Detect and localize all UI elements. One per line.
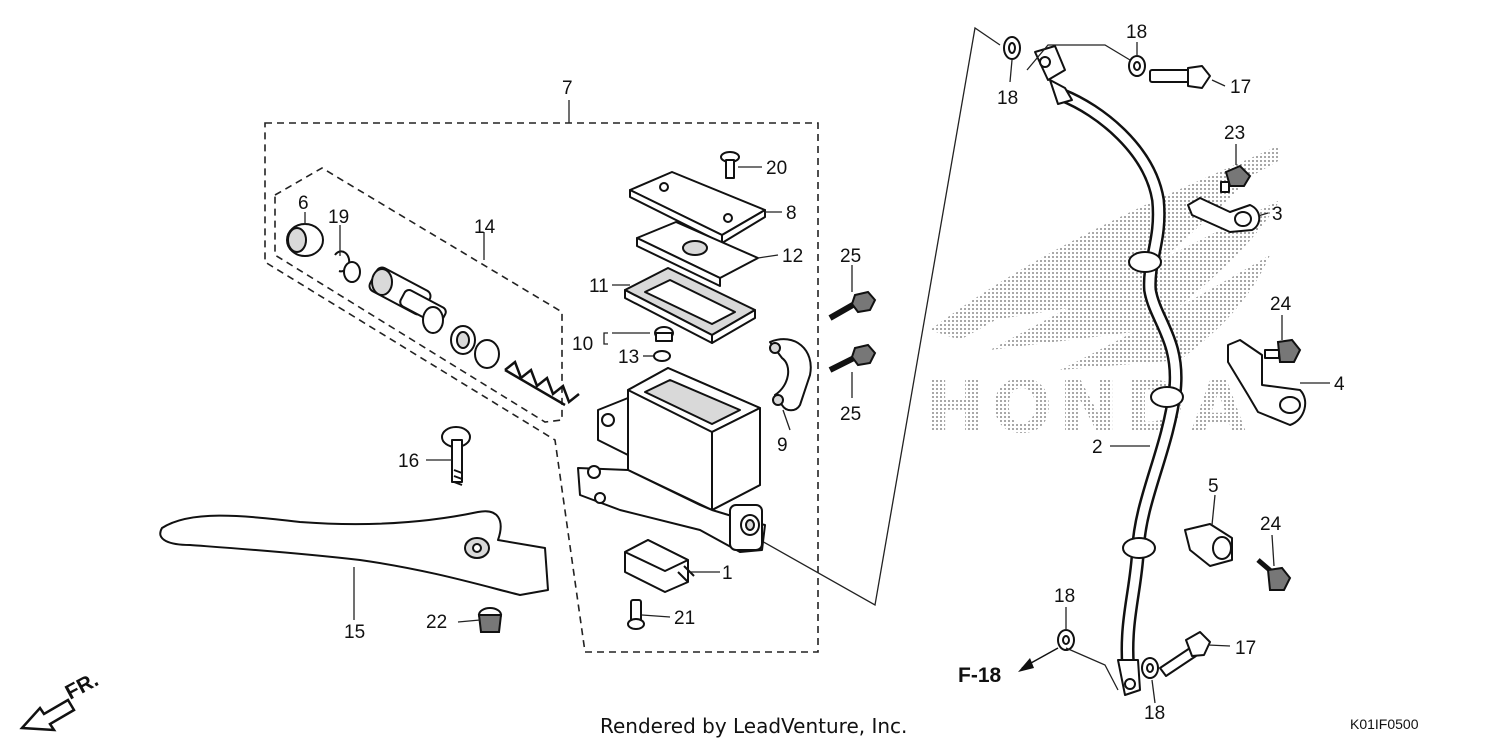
part-20-screw <box>720 151 740 179</box>
callout-17-upper: 17 <box>1230 77 1251 98</box>
callout-12: 12 <box>782 246 803 267</box>
part-23-bolt <box>1220 164 1252 193</box>
part-3-clamp <box>1187 197 1261 233</box>
callout-18-top-right: 18 <box>1126 22 1147 43</box>
callout-22: 22 <box>426 612 447 633</box>
footer-credit: Rendered by LeadVenture, Inc. <box>600 714 907 738</box>
part-11-diaphragm <box>624 267 756 344</box>
part-4-stay <box>1227 339 1307 426</box>
drawing-code: K01IF0500 <box>1350 716 1419 732</box>
callout-17-lower: 17 <box>1235 638 1256 659</box>
part-21-screw <box>627 599 645 630</box>
callout-11: 11 <box>589 276 609 297</box>
part-19-circlip <box>334 250 361 283</box>
part-15-lever <box>159 510 549 596</box>
callout-8: 8 <box>786 203 797 224</box>
part-18-washer-bottom-right <box>1141 657 1159 679</box>
callout-16: 16 <box>398 451 419 472</box>
callout-24-lower: 24 <box>1260 514 1282 535</box>
callout-18-bottom-left: 18 <box>1054 586 1075 607</box>
part-17-bolt-lower <box>1159 631 1211 677</box>
part-25-bolt-lower <box>828 343 877 373</box>
part-8-cap <box>629 171 766 244</box>
part-9-holder <box>769 338 812 412</box>
part-18-washer-top-right <box>1128 55 1146 77</box>
callout-1: 1 <box>722 563 733 584</box>
callout-23: 23 <box>1224 123 1245 144</box>
callout-15: 15 <box>344 622 365 643</box>
callout-2: 2 <box>1092 437 1103 458</box>
callout-3: 3 <box>1272 204 1283 225</box>
front-direction-arrow <box>19 698 76 732</box>
connection-line <box>759 26 1001 607</box>
part-24-bolt-lower <box>1256 558 1292 591</box>
part-5-clamp <box>1184 523 1233 567</box>
part-1-switch <box>624 539 695 593</box>
assembly-7-outline <box>264 122 819 653</box>
callout-13: 13 <box>618 347 639 368</box>
f18-arrow <box>1018 647 1059 672</box>
callout-18-bottom-right: 18 <box>1144 703 1165 724</box>
reference-f18: F-18 <box>958 664 1002 687</box>
callout-20: 20 <box>766 158 787 179</box>
callout-7: 7 <box>562 78 573 99</box>
part-14-piston-set <box>368 266 500 369</box>
callout-19: 19 <box>328 207 349 228</box>
honda-wing-watermark: HONDA <box>925 145 1280 449</box>
part-10-float <box>654 326 674 342</box>
callout-25-lower: 25 <box>840 404 861 425</box>
part-12-plate <box>636 221 759 287</box>
part-18-washer-bottom-left <box>1057 629 1075 651</box>
callout-10: 10 <box>572 334 593 355</box>
callout-18-top-left: 18 <box>997 88 1018 109</box>
callout-25-upper: 25 <box>840 246 861 267</box>
part-13-washer <box>653 350 671 362</box>
assembly-14-outline <box>274 167 563 423</box>
part-25-bolt-upper <box>828 290 877 321</box>
part-16-pivot-bolt <box>441 426 471 486</box>
spring <box>504 359 580 407</box>
callout-14: 14 <box>474 217 496 238</box>
callout-5: 5 <box>1208 476 1219 497</box>
part-22-bushing <box>477 607 503 633</box>
callout-6: 6 <box>298 193 309 214</box>
part-6-cup <box>286 223 324 257</box>
part-24-bolt-upper <box>1264 338 1302 363</box>
callout-labels: 7 14 6 19 20 8 12 11 10 13 25 25 9 16 1 … <box>62 22 1345 724</box>
callout-24-upper: 24 <box>1270 294 1292 315</box>
leader-lines <box>304 42 1330 704</box>
callout-21: 21 <box>674 608 695 629</box>
watermark-text: HONDA <box>925 365 1252 449</box>
part-18-washer-top-left <box>1003 36 1021 60</box>
callout-9: 9 <box>777 435 788 456</box>
part-17-bolt-upper <box>1149 65 1211 89</box>
part-2-brake-hose <box>1034 45 1184 696</box>
callout-4: 4 <box>1334 374 1345 395</box>
master-cylinder-body <box>577 367 766 553</box>
